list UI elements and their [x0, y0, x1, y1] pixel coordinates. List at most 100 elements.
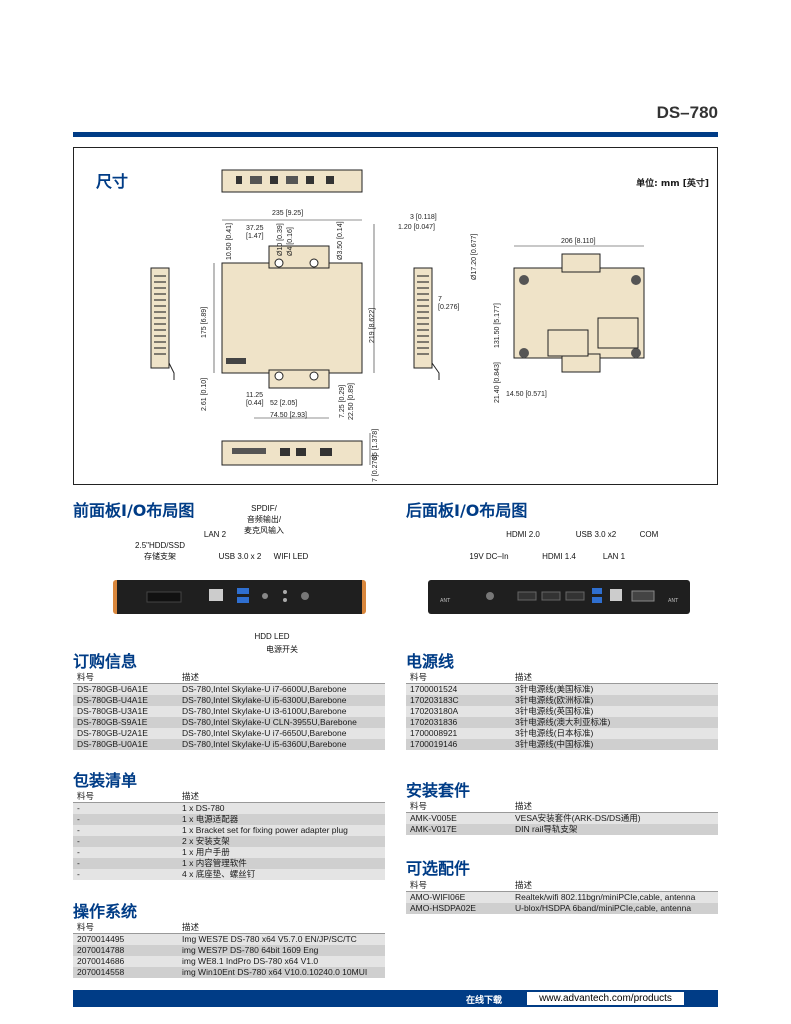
- install-header-row: 料号描述: [406, 801, 718, 813]
- cell: 1700019146: [406, 739, 511, 750]
- cell: AMK-V017E: [406, 824, 511, 835]
- cell: -: [73, 869, 178, 880]
- cell: AMO-HSDPA02E: [406, 903, 511, 914]
- dim-1315: 131.50 [5.177]: [494, 303, 501, 348]
- model-title: DS–780: [656, 103, 718, 122]
- cell: 170203183C: [406, 695, 511, 706]
- packing-header-row: 料号描述: [73, 791, 385, 803]
- cell: Img WES7E DS-780 x64 V5.7.0 EN/JP/SC/TC: [178, 933, 385, 945]
- products-link[interactable]: www.advantech.com/products: [527, 992, 684, 1005]
- cell: DS-780,Intel Skylake-U i5-6360U,Barebone: [178, 739, 385, 750]
- dim-phi10: Ø10 [0.39]: [277, 223, 284, 256]
- dimension-drawing-box: 尺寸 单位: mm [英寸]: [73, 147, 718, 485]
- label-power: 电源开关: [266, 645, 298, 654]
- rear-panel-ports: ANT ANT: [440, 588, 679, 604]
- header-desc: 描述: [511, 801, 718, 813]
- header-desc: 描述: [178, 672, 385, 684]
- dim-175: 175 [6.89]: [201, 306, 208, 338]
- cell: 2070014558: [73, 967, 178, 978]
- cell: 1 x 内容管理软件: [178, 858, 385, 869]
- label-spdif: SPDIF/: [251, 504, 277, 513]
- cell: DS-780,Intel Skylake-U i5-6300U,Barebone: [178, 695, 385, 706]
- rear-panel-image: ANT ANT: [428, 580, 690, 614]
- cell: 1700001524: [406, 683, 511, 695]
- svg-text:ANT: ANT: [668, 598, 679, 604]
- cell: img WES7P DS-780 64bit 1609 Eng: [178, 945, 385, 956]
- cell: 170203180A: [406, 706, 511, 717]
- header-part: 料号: [406, 880, 511, 892]
- install-kit-title: 安装套件: [406, 781, 471, 800]
- dim-37: 37.25: [246, 225, 264, 232]
- dim-7b: [0.276]: [438, 304, 460, 311]
- label-usb-rear: USB 3.0 x2: [575, 530, 617, 539]
- cell: 3针电源线(中国标准): [511, 739, 718, 750]
- cell: Realtek/wifi 802.11bgn/miniPCIe,cable, a…: [511, 891, 718, 903]
- cell: img Win10Ent DS-780 x64 V10.0.10240.0 10…: [178, 967, 385, 978]
- rear-panel-title: 后面板I/O布局图: [406, 501, 528, 520]
- table-row: -1 x DS-780: [73, 802, 385, 814]
- label-lan1: LAN 1: [602, 552, 626, 561]
- cell: DS-780,Intel Skylake-U i7-6600U,Barebone: [178, 683, 385, 695]
- cell: DS-780GB-S9A1E: [73, 717, 178, 728]
- dim-1125: 11.25: [246, 392, 263, 399]
- unit-label: 单位: mm [英寸]: [636, 179, 709, 189]
- front-panel-ports: [146, 588, 309, 603]
- dim-37b: [1.47]: [246, 233, 264, 240]
- label-wifi-led: WIFI LED: [273, 552, 309, 561]
- dim-2250: 22.50 [0.89]: [348, 383, 355, 420]
- cell: DS-780GB-U6A1E: [73, 683, 178, 695]
- packing-title: 包装清单: [73, 771, 138, 790]
- dim-219: 219 [8.622]: [369, 307, 376, 343]
- cell: -: [73, 814, 178, 825]
- header-part: 料号: [73, 922, 178, 934]
- label-hdd: 2.5"HDD/SSD: [135, 541, 185, 550]
- dim-phi350: Ø3.50 [0.14]: [337, 221, 344, 260]
- dim-725: 7.25 [0.29]: [339, 384, 346, 418]
- header-part: 料号: [406, 672, 511, 684]
- label-spdif3: 麦克风输入: [244, 526, 284, 535]
- table-row: -2 x 安装支架: [73, 836, 385, 847]
- cell: DS-780,Intel Skylake-U CLN-3955U,Barebon…: [178, 717, 385, 728]
- cell: 2 x 安装支架: [178, 836, 385, 847]
- dim-235: 235 [9.25]: [272, 210, 304, 217]
- cell: DS-780,Intel Skylake-U i7-6650U,Barebone: [178, 728, 385, 739]
- power-header-row: 料号描述: [406, 672, 718, 684]
- cell: AMO-WIFI06E: [406, 891, 511, 903]
- dim-206: 206 [8.110]: [561, 238, 596, 245]
- dim-7: 7: [438, 296, 442, 303]
- cell: DS-780GB-U0A1E: [73, 739, 178, 750]
- download-label: 在线下载: [466, 996, 503, 1006]
- cell: 1 x DS-780: [178, 802, 385, 814]
- dim-1125b: [0.44]: [246, 400, 264, 407]
- label-hdmi20: HDMI 2.0: [506, 530, 540, 539]
- table-row: -4 x 底座垫、螺丝钉: [73, 869, 385, 880]
- cell: DS-780GB-U4A1E: [73, 695, 178, 706]
- front-panel-image: [113, 580, 366, 614]
- dim-3: 3 [0.118]: [410, 214, 437, 221]
- cell: -: [73, 802, 178, 814]
- header-desc: 描述: [511, 880, 718, 892]
- dim-1450: 14.50 [0.571]: [506, 391, 547, 398]
- header-part: 料号: [73, 791, 178, 803]
- cell: 1 x Bracket set for fixing power adapter…: [178, 825, 385, 836]
- cell: U-blox/HSDPA 6band/miniPCIe,cable, anten…: [511, 903, 718, 914]
- header-desc: 描述: [178, 922, 385, 934]
- cell: AMK-V005E: [406, 812, 511, 824]
- dimensions-title: 尺寸: [96, 172, 129, 191]
- ordering-title: 订购信息: [73, 652, 138, 671]
